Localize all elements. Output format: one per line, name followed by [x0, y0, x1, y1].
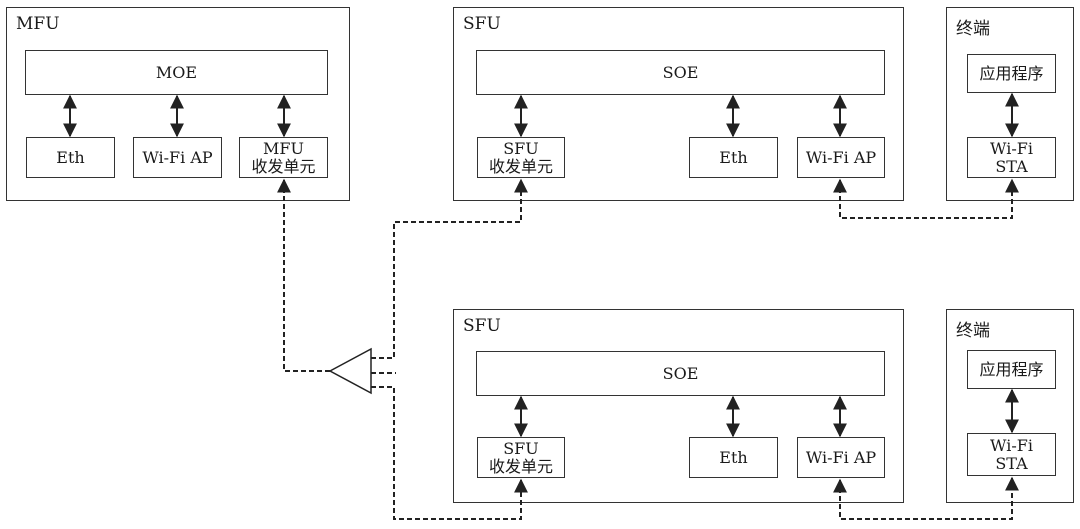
mfu-splitter-link [277, 178, 330, 372]
terminal-bottom-sta-label-2: STA [995, 453, 1028, 473]
mfu-title: MFU [16, 14, 60, 34]
terminal-bottom-title: 终端 [956, 321, 990, 341]
mfu-wifi-ap-box: Wi-Fi AP [133, 137, 222, 178]
terminal-bottom-app-label: 应用程序 [979, 359, 1044, 379]
sfu-bottom-transceiver-label-2: 收发单元 [488, 456, 553, 476]
sfu-bottom-wifi-ap-box: Wi-Fi AP [797, 437, 885, 478]
sfu-top-transceiver-label-1: SFU [503, 138, 539, 158]
sfu-top-soe-label: SOE [662, 62, 699, 82]
terminal-top-app-box: 应用程序 [967, 54, 1056, 93]
terminal-top-sta-label-1: Wi-Fi [990, 138, 1033, 158]
mfu-eth-label: Eth [56, 147, 85, 167]
sfu-bottom-wifi-ap-label: Wi-Fi AP [805, 447, 877, 467]
sfu-top-title: SFU [463, 14, 501, 34]
terminal-bottom-sta-box: Wi-Fi STA [967, 433, 1056, 476]
sfu-bottom-eth-label: Eth [719, 447, 748, 467]
mfu-eth-box: Eth [26, 137, 115, 178]
moe-box: MOE [25, 50, 328, 95]
terminal-top-sta-box: Wi-Fi STA [967, 137, 1056, 178]
sfu-top-transceiver-box: SFU 收发单元 [477, 137, 565, 178]
sfu-top-wifi-ap-box: Wi-Fi AP [797, 137, 885, 178]
terminal-bottom-sta-label-1: Wi-Fi [990, 435, 1033, 455]
sfu-top-soe-box: SOE [476, 50, 885, 95]
mfu-transceiver-label-1: MFU [263, 138, 304, 158]
sfu-bottom-soe-label: SOE [662, 363, 699, 383]
sfu-top-eth-label: Eth [719, 147, 748, 167]
splitter-icon [328, 347, 372, 395]
terminal-top-title: 终端 [956, 19, 990, 39]
terminal-bottom-app-box: 应用程序 [967, 350, 1056, 389]
mfu-transceiver-box: MFU 收发单元 [239, 137, 328, 178]
mfu-transceiver-label-2: 收发单元 [251, 156, 316, 176]
sfu-bottom-transceiver-label-1: SFU [503, 438, 539, 458]
sfu-bottom-eth-box: Eth [689, 437, 778, 478]
moe-label: MOE [155, 62, 198, 82]
sfu-top-wifi-ap-label: Wi-Fi AP [805, 147, 877, 167]
sfu-top-eth-box: Eth [689, 137, 778, 178]
sfu-bottom-soe-box: SOE [476, 351, 885, 396]
mfu-wifi-ap-label: Wi-Fi AP [142, 147, 213, 167]
sfu-bottom-title: SFU [463, 316, 501, 336]
sfu-top-transceiver-label-2: 收发单元 [488, 156, 553, 176]
sfu-bottom-transceiver-box: SFU 收发单元 [477, 437, 565, 478]
terminal-top-app-label: 应用程序 [979, 63, 1044, 83]
terminal-top-sta-label-2: STA [995, 156, 1028, 176]
